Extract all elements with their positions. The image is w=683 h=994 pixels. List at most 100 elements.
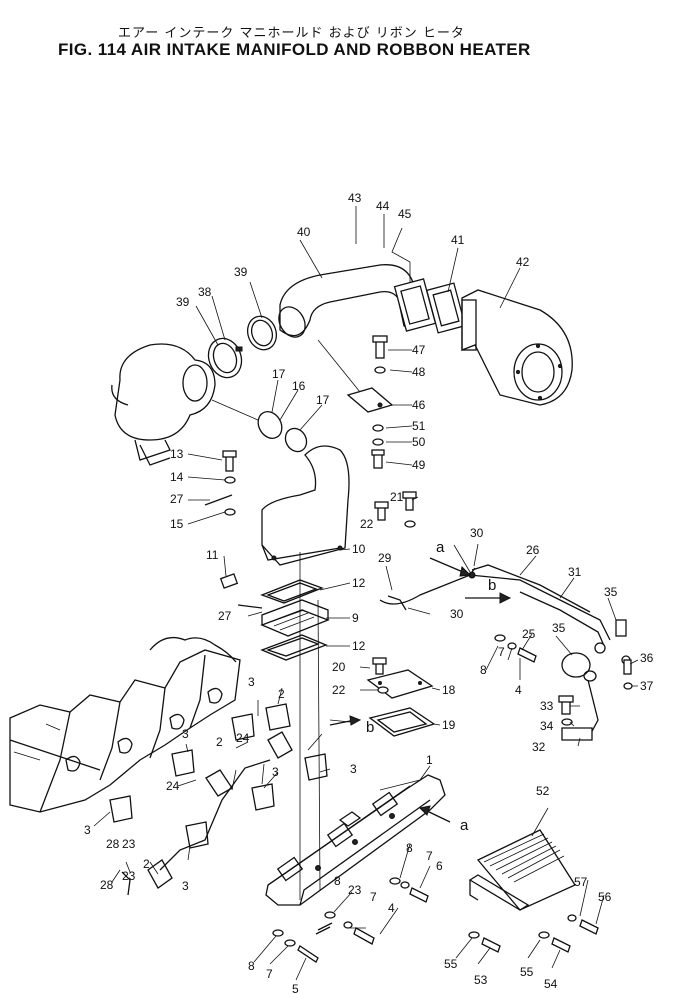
reference-arrows bbox=[329, 557, 512, 823]
hose-clamps-upper bbox=[207, 315, 278, 379]
callout-7-bottom: 7 bbox=[266, 967, 273, 981]
callout-23-label: 23 bbox=[122, 869, 136, 883]
callout-7-mid: 7 bbox=[426, 849, 433, 863]
callout-15: 15 bbox=[170, 517, 184, 531]
callout-25: 25 bbox=[522, 627, 536, 641]
callout-54: 54 bbox=[544, 977, 558, 991]
callout-55-left: 55 bbox=[444, 957, 458, 971]
intake-pipe bbox=[278, 264, 437, 338]
callout-numbers: 43 44 45 40 41 42 39 39 38 47 48 46 51 5… bbox=[84, 191, 654, 994]
callout-14: 14 bbox=[170, 470, 184, 484]
engine-block bbox=[9, 636, 241, 813]
callout-30-lower: 30 bbox=[450, 607, 464, 621]
callout-6: 6 bbox=[436, 859, 443, 873]
callout-53: 53 bbox=[474, 973, 488, 987]
gasket-41 bbox=[425, 282, 467, 334]
callout-16: 16 bbox=[292, 379, 306, 393]
callout-32: 32 bbox=[532, 740, 546, 754]
callout-35-lower: 35 bbox=[552, 621, 566, 635]
callout-49: 49 bbox=[412, 458, 426, 472]
callout-52: 52 bbox=[536, 784, 550, 798]
callout-50: 50 bbox=[412, 435, 426, 449]
callout-22-upper: 22 bbox=[360, 517, 374, 531]
callout-40: 40 bbox=[297, 225, 311, 239]
callout-29: 29 bbox=[378, 551, 392, 565]
callout-1: 1 bbox=[426, 753, 433, 767]
callout-18: 18 bbox=[442, 683, 456, 697]
small-fasteners bbox=[204, 450, 263, 609]
callout-8-right: 8 bbox=[480, 663, 487, 677]
figure-title: FIG. 114 AIR INTAKE MANIFOLD AND ROBBON … bbox=[58, 40, 531, 59]
callout-36: 36 bbox=[640, 651, 654, 665]
callout-26: 26 bbox=[526, 543, 540, 557]
intake-manifold bbox=[265, 774, 446, 906]
callout-56: 56 bbox=[598, 890, 612, 904]
callout-38: 38 bbox=[198, 285, 212, 299]
callout-27-upper: 27 bbox=[170, 492, 184, 506]
reference-letter-b-upper: b bbox=[488, 577, 496, 594]
callout-3-b: 3 bbox=[182, 727, 189, 741]
callout-44: 44 bbox=[376, 199, 390, 213]
callout-8-mid: 8 bbox=[406, 841, 413, 855]
callout-3-a: 3 bbox=[248, 675, 255, 689]
callout-23-right: 23 bbox=[348, 883, 362, 897]
callout-9: 9 bbox=[352, 611, 359, 625]
callout-28-label: 28 bbox=[100, 878, 114, 892]
callout-55-right: 55 bbox=[520, 965, 534, 979]
callout-30-upper: 30 bbox=[470, 526, 484, 540]
callout-24-b: 24 bbox=[166, 779, 180, 793]
callout-33: 33 bbox=[540, 699, 554, 713]
port-gaskets bbox=[109, 703, 328, 849]
callout-46: 46 bbox=[412, 398, 426, 412]
callout-48: 48 bbox=[412, 365, 426, 379]
callout-37: 37 bbox=[640, 679, 654, 693]
callout-13: 13 bbox=[170, 447, 184, 461]
callout-17-left: 17 bbox=[272, 367, 286, 381]
callout-3-e: 3 bbox=[84, 823, 91, 837]
callout-42: 42 bbox=[516, 255, 530, 269]
callout-43: 43 bbox=[348, 191, 362, 205]
callout-19: 19 bbox=[442, 718, 456, 732]
callout-35-upper: 35 bbox=[604, 585, 618, 599]
callout-2-c: 2 bbox=[143, 857, 150, 871]
reference-letter-b-lower: b bbox=[366, 719, 374, 736]
callout-3-c: 3 bbox=[272, 765, 279, 779]
reference-letter-a-lower: a bbox=[460, 817, 469, 834]
callout-27-lower: 27 bbox=[218, 609, 232, 623]
elbow-pipe bbox=[261, 445, 350, 566]
callout-47: 47 bbox=[412, 343, 426, 357]
callout-4-low: 4 bbox=[388, 901, 395, 915]
callout-39-right: 39 bbox=[234, 265, 248, 279]
callout-2-b: 2 bbox=[216, 735, 223, 749]
hose-clamps-lower bbox=[211, 399, 308, 453]
callout-8-bottom: 8 bbox=[248, 959, 255, 973]
callout-2-a: 2 bbox=[278, 687, 285, 701]
callout-4-right: 4 bbox=[515, 683, 522, 697]
callout-7-low: 7 bbox=[370, 890, 377, 904]
callout-23-left: 23 bbox=[122, 837, 136, 851]
reference-letter-a-upper: a bbox=[436, 539, 445, 556]
cover-plates bbox=[366, 491, 436, 737]
callout-39-left: 39 bbox=[176, 295, 190, 309]
callout-10: 10 bbox=[352, 542, 366, 556]
callout-22-lower: 22 bbox=[332, 683, 346, 697]
heater-cables bbox=[379, 564, 611, 654]
heater-cover bbox=[468, 829, 576, 911]
ribbon-heaters bbox=[121, 731, 293, 896]
callout-20: 20 bbox=[332, 660, 346, 674]
turbocharger bbox=[111, 343, 216, 466]
callout-17-right: 17 bbox=[316, 393, 330, 407]
callout-45: 45 bbox=[398, 207, 412, 221]
callout-11: 11 bbox=[206, 548, 219, 562]
callout-3-f: 3 bbox=[182, 879, 189, 893]
callout-12-lower: 12 bbox=[352, 639, 366, 653]
callout-57: 57 bbox=[574, 875, 588, 889]
callout-41: 41 bbox=[451, 233, 465, 247]
air-connector-42 bbox=[461, 289, 573, 406]
callout-3-d: 3 bbox=[350, 762, 357, 776]
callout-31: 31 bbox=[568, 565, 582, 579]
callout-21: 21 bbox=[390, 490, 404, 504]
bottom-fasteners bbox=[272, 634, 599, 963]
